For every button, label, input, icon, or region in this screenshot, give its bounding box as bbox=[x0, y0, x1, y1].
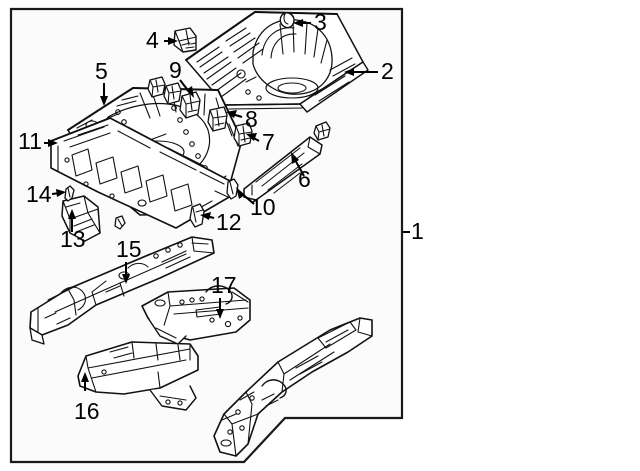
callout-label-12: 12 bbox=[216, 209, 242, 235]
callout-label-17: 17 bbox=[211, 272, 237, 298]
callout-label-14: 14 bbox=[26, 181, 52, 207]
callout-label-2: 2 bbox=[381, 58, 394, 84]
bracket-detail-a bbox=[147, 76, 166, 98]
callout-label-15: 15 bbox=[116, 236, 142, 262]
bracket-8 bbox=[207, 106, 228, 132]
left-rear-frame-rail bbox=[29, 236, 215, 336]
callout-leaders bbox=[44, 19, 410, 391]
callout-label-10: 10 bbox=[250, 194, 276, 220]
callout-label-6: 6 bbox=[298, 166, 311, 192]
right-rear-frame-rail bbox=[213, 317, 373, 457]
callout-label-4: 4 bbox=[146, 27, 159, 53]
callout-label-16: 16 bbox=[74, 398, 100, 424]
callout-label-1: 1 bbox=[411, 218, 424, 244]
loose-clip-detail bbox=[114, 215, 126, 230]
rear-crossmember-17 bbox=[141, 285, 251, 345]
side-sill-reinforcement bbox=[243, 136, 323, 201]
callout-label-5: 5 bbox=[95, 58, 108, 84]
small-clip-14 bbox=[64, 185, 75, 202]
bracket-7 bbox=[233, 122, 253, 147]
callout-label-11: 11 bbox=[18, 128, 42, 154]
bracket-4 bbox=[173, 27, 197, 53]
callout-label-7: 7 bbox=[262, 129, 275, 155]
frame-rail-extension bbox=[77, 341, 199, 411]
clip-12 bbox=[189, 203, 205, 228]
callout-label-13: 13 bbox=[60, 226, 86, 252]
bracket-9 bbox=[179, 91, 201, 119]
bracket-detail-c bbox=[313, 121, 331, 141]
callout-label-3: 3 bbox=[314, 9, 327, 35]
rail-end-tab bbox=[29, 327, 45, 345]
bracket-detail-b bbox=[163, 82, 182, 105]
callout-label-9: 9 bbox=[169, 57, 182, 83]
callout-label-8: 8 bbox=[245, 106, 258, 132]
bracket-3 bbox=[279, 12, 295, 29]
clip-10 bbox=[226, 178, 239, 200]
